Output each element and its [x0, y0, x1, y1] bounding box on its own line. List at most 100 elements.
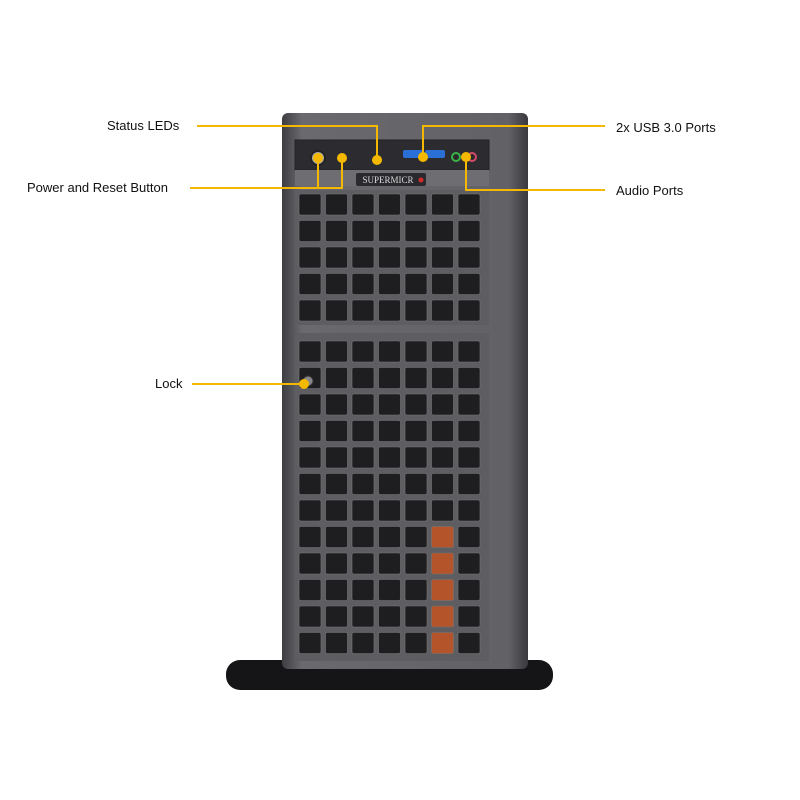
- vent-cell: [298, 499, 322, 522]
- vent-cell: [298, 340, 322, 363]
- audio-port-mic: [451, 152, 461, 162]
- vent-cell: [378, 367, 401, 389]
- vent-cell: [404, 367, 428, 389]
- vent-cell: [325, 299, 348, 322]
- vent-cell: [351, 579, 375, 601]
- vent-cell: [378, 579, 401, 601]
- vent-cell: [431, 367, 454, 389]
- vent-cell: [431, 299, 454, 322]
- vent-cell: [404, 526, 428, 548]
- label-power-reset: Power and Reset Button: [27, 180, 168, 195]
- usb-port-2: [425, 150, 445, 158]
- callout-dot-usb: [418, 152, 428, 162]
- vent-cell: [404, 446, 428, 469]
- vent-cell: [404, 552, 428, 575]
- callout-line-power-reset: [190, 158, 343, 189]
- vent-cell: [325, 340, 348, 363]
- vent-cell: [298, 446, 322, 469]
- vent-cell: [404, 393, 428, 416]
- brand-logo-dot: [418, 177, 424, 183]
- brand-badge: [356, 173, 426, 186]
- vent-cell: [404, 273, 428, 295]
- vent-cell: [298, 273, 322, 295]
- vent-cell: [325, 499, 348, 522]
- fan-led-cell: [431, 605, 454, 628]
- vent-cell: [378, 246, 401, 269]
- fan-led-cell: [431, 579, 454, 601]
- vent-cell: [351, 367, 375, 389]
- vent-cell: [351, 632, 375, 654]
- vent-cell: [404, 473, 428, 495]
- vent-cell: [431, 446, 454, 469]
- vent-cell: [457, 420, 481, 442]
- vent-cell: [351, 246, 375, 269]
- vent-cell: [325, 420, 348, 442]
- vent-cell: [378, 446, 401, 469]
- vent-cell: [351, 220, 375, 242]
- vent-cell: [431, 499, 454, 522]
- vent-cell: [431, 420, 454, 442]
- vent-cell: [378, 632, 401, 654]
- vent-cell: [378, 340, 401, 363]
- vent-cell: [325, 552, 348, 575]
- vent-cell: [431, 393, 454, 416]
- vent-cell: [378, 220, 401, 242]
- vent-cell: [457, 246, 481, 269]
- vent-cell: [325, 246, 348, 269]
- vent-cell: [325, 393, 348, 416]
- vent-cell: [298, 632, 322, 654]
- vent-cell: [404, 299, 428, 322]
- vent-cell: [457, 273, 481, 295]
- vent-cell: [457, 473, 481, 495]
- vent-cell: [298, 220, 322, 242]
- label-lock: Lock: [155, 376, 183, 391]
- vent-cell: [298, 579, 322, 601]
- vent-cell: [457, 193, 481, 216]
- vent-cell: [378, 193, 401, 216]
- vent-cell: [457, 632, 481, 654]
- vent-cell: [351, 420, 375, 442]
- fan-led-cell: [431, 552, 454, 575]
- vent-cell: [404, 246, 428, 269]
- vent-cell: [457, 299, 481, 322]
- label-usb-ports: 2x USB 3.0 Ports: [616, 120, 716, 135]
- vent-cell: [325, 605, 348, 628]
- vent-cell: [325, 193, 348, 216]
- vent-cell: [325, 273, 348, 295]
- vent-cell: [404, 220, 428, 242]
- callout-dot-power: [313, 153, 323, 163]
- vent-cell: [351, 526, 375, 548]
- vent-cell: [404, 579, 428, 601]
- vent-cell: [351, 605, 375, 628]
- fan-led-cell: [431, 526, 454, 548]
- vent-cell: [457, 526, 481, 548]
- vent-cell: [378, 273, 401, 295]
- vent-cell: [457, 367, 481, 389]
- vent-cell: [431, 193, 454, 216]
- callout-line-audio: [465, 157, 605, 191]
- callout-dot-status-leds: [372, 155, 382, 165]
- vent-cell: [378, 473, 401, 495]
- callout-dot-audio: [461, 152, 471, 162]
- vent-cell: [431, 246, 454, 269]
- vent-cell: [325, 367, 348, 389]
- vent-cell: [298, 299, 322, 322]
- vent-cell: [404, 193, 428, 216]
- vent-cell: [351, 446, 375, 469]
- vent-cell: [457, 579, 481, 601]
- vent-cell: [298, 246, 322, 269]
- vent-cell: [431, 220, 454, 242]
- vent-cell: [457, 220, 481, 242]
- vent-cell: [351, 552, 375, 575]
- vent-cell: [325, 473, 348, 495]
- vent-cell: [404, 499, 428, 522]
- vent-cell: [378, 420, 401, 442]
- fan-led-cell: [431, 632, 454, 654]
- vent-cell: [378, 552, 401, 575]
- usb-port-1: [403, 150, 423, 158]
- vent-cell: [351, 193, 375, 216]
- vent-cell: [404, 605, 428, 628]
- vent-cell: [457, 340, 481, 363]
